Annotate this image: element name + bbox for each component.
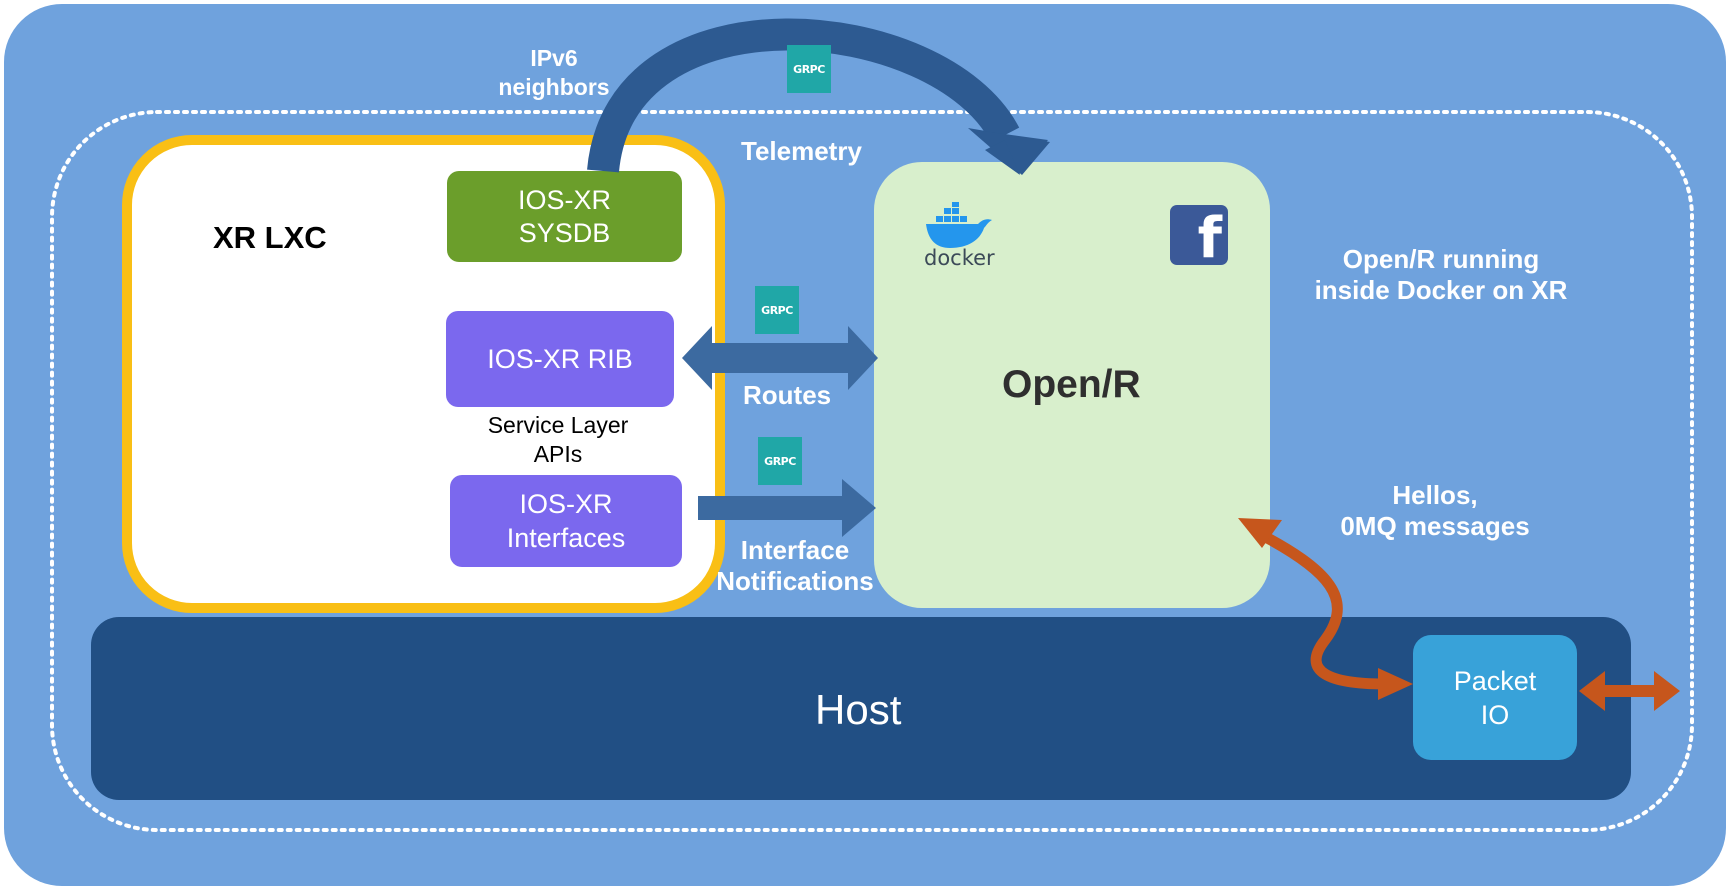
telemetry-arrow xyxy=(587,18,1020,173)
packet-io-line-1: Packet xyxy=(1453,665,1537,696)
interfaces-line-1: IOS-XR xyxy=(519,489,613,519)
packet-io-outbound-arrow xyxy=(1579,671,1680,711)
service-layer-line-2: APIs xyxy=(533,441,583,467)
hellos-line-2: 0MQ messages xyxy=(1340,511,1530,541)
facebook-icon: f xyxy=(1170,205,1228,265)
rib-label: IOS-XR RIB xyxy=(487,343,633,374)
sysdb-line-1: IOS-XR xyxy=(517,184,611,215)
hellos-arrow xyxy=(1253,527,1386,690)
hellos-arrowhead-top xyxy=(1238,518,1282,548)
sysdb-box: IOS-XR SYSDB xyxy=(447,171,682,262)
grpc-badge-routes: GRPC xyxy=(755,286,799,334)
docker-label: docker xyxy=(924,246,995,270)
interface-notifications-arrow xyxy=(698,479,876,537)
interface-notifications-label: Interface Notifications xyxy=(710,535,880,597)
facebook-glyph: f xyxy=(1197,206,1222,266)
xr-boundary-dotted xyxy=(50,110,1694,832)
telemetry-label: Telemetry xyxy=(741,136,862,166)
openr-running-line-2: inside Docker on XR xyxy=(1314,275,1568,305)
grpc-badge-telemetry: GRPC xyxy=(787,45,831,93)
ipv6-line-2: neighbors xyxy=(498,74,610,100)
sysdb-line-2: SYSDB xyxy=(518,217,611,248)
xr-lxc-label: XR LXC xyxy=(213,220,327,255)
openr-label: Open/R xyxy=(1002,363,1141,406)
ipv6-neighbors-label: IPv6 neighbors xyxy=(484,44,624,102)
interface-notifications-line-1: Interface xyxy=(740,535,850,565)
interface-notifications-line-2: Notifications xyxy=(716,566,874,596)
packet-io-box: Packet IO xyxy=(1413,635,1577,760)
openr-running-line-1: Open/R running xyxy=(1342,244,1540,274)
hellos-arrowhead-bottom xyxy=(1378,668,1413,700)
interfaces-box: IOS-XR Interfaces xyxy=(450,475,682,567)
hellos-line-1: Hellos, xyxy=(1392,480,1478,510)
service-layer-label: Service Layer APIs xyxy=(468,411,648,469)
openr-running-label: Open/R running inside Docker on XR xyxy=(1296,244,1586,306)
rib-box: IOS-XR RIB xyxy=(446,311,674,407)
host-bar xyxy=(91,617,1631,800)
docker-icon xyxy=(926,202,992,248)
ipv6-line-1: IPv6 xyxy=(530,45,578,71)
packet-io-line-2: IO xyxy=(1480,699,1510,730)
routes-label: Routes xyxy=(743,380,832,410)
host-label: Host xyxy=(815,686,902,733)
routes-arrow xyxy=(682,326,878,390)
grpc-badge-interfaces: GRPC xyxy=(758,437,802,485)
hellos-label: Hellos, 0MQ messages xyxy=(1320,480,1550,542)
interfaces-line-2: Interfaces xyxy=(506,523,626,553)
service-layer-line-1: Service Layer xyxy=(487,412,629,438)
